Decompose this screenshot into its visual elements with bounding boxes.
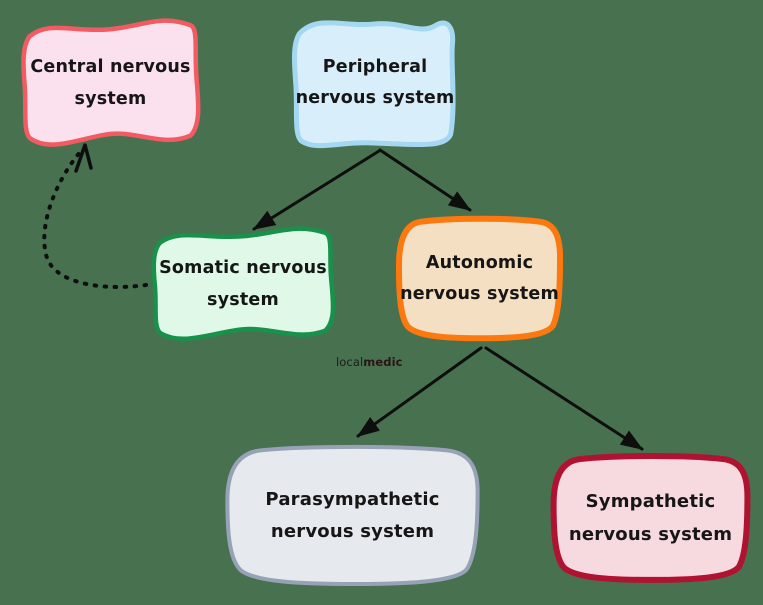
node-somatic-nervous-system: Somatic nervous system <box>144 221 342 348</box>
node-shape-autonomic <box>391 211 568 347</box>
node-shape-peripheral <box>285 8 465 158</box>
label-line: system <box>74 88 147 109</box>
label-line: Parasympathetic <box>265 488 440 510</box>
node-shape-parasympathetic <box>215 438 490 594</box>
arrow-autonomic-to-sympathetic <box>484 346 644 451</box>
node-shape-somatic <box>144 221 342 348</box>
arrow-somatic-to-central-dotted <box>42 149 148 289</box>
node-parasympathetic-nervous-system: Parasympathetic nervous system <box>215 438 490 594</box>
node-label-parasympathetic: Parasympathetic nervous system <box>215 438 490 594</box>
node-shape-central <box>14 12 207 155</box>
arrow-peripheral-to-somatic <box>252 149 381 231</box>
label-line: Sympathetic <box>585 491 716 513</box>
node-shape-sympathetic <box>544 448 757 589</box>
node-label-central: Central nervous system <box>14 12 207 155</box>
node-label-somatic: Somatic nervous system <box>144 221 342 348</box>
watermark-part2: medic <box>363 355 403 369</box>
node-peripheral-nervous-system: Peripheral nervous system <box>285 8 465 158</box>
node-autonomic-nervous-system: Autonomic nervous system <box>391 211 568 347</box>
label-line: Central nervous <box>30 57 191 77</box>
label-line: Autonomic <box>425 252 534 273</box>
label-line: Peripheral <box>322 56 428 77</box>
label-line: nervous system <box>400 284 559 304</box>
label-line: system <box>207 289 279 310</box>
node-label-peripheral: Peripheral nervous system <box>285 8 465 158</box>
node-sympathetic-nervous-system: Sympathetic nervous system <box>544 448 757 589</box>
node-label-sympathetic: Sympathetic nervous system <box>544 448 757 589</box>
label-line: nervous system <box>568 523 733 545</box>
label-line: nervous system <box>270 521 435 542</box>
watermark: localmedic <box>336 355 403 369</box>
arrow-peripheral-to-autonomic <box>378 148 472 212</box>
label-line: nervous system <box>295 88 455 108</box>
watermark-part1: local <box>336 355 364 369</box>
node-central-nervous-system: Central nervous system <box>14 12 207 155</box>
node-label-autonomic: Autonomic nervous system <box>391 211 568 347</box>
label-line: Somatic nervous <box>159 258 327 278</box>
